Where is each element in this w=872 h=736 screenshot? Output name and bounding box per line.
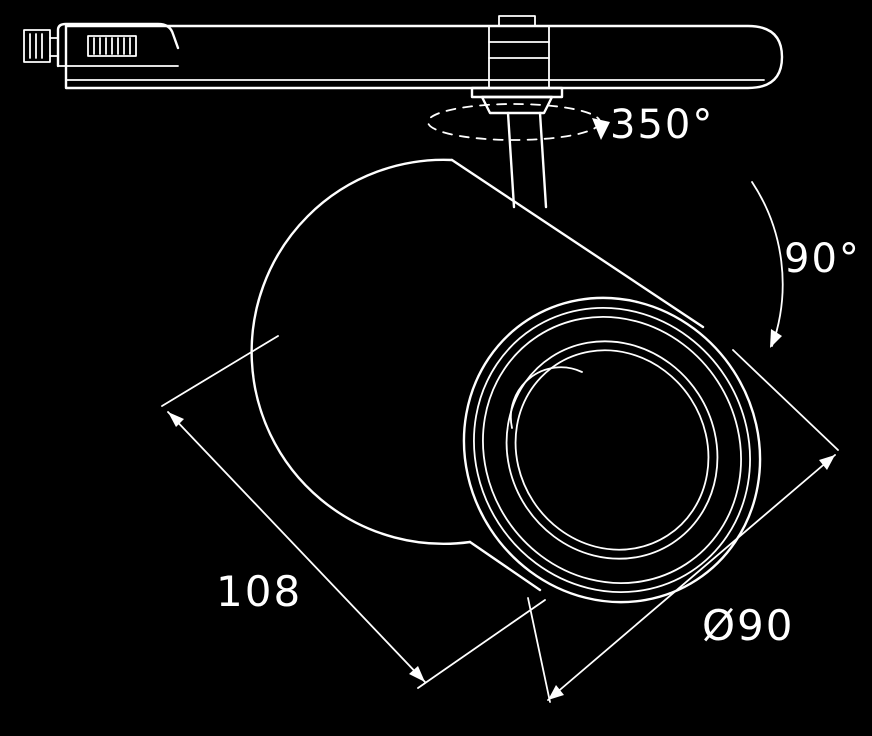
lens-reflection-arc xyxy=(509,366,583,429)
lens-rings xyxy=(462,296,762,604)
rotation-ellipse xyxy=(427,103,601,141)
mounting-stem xyxy=(470,15,564,209)
dimension-length xyxy=(161,335,546,689)
tilt-arc xyxy=(751,181,784,348)
tilt-arrow-icon xyxy=(770,329,782,348)
rotation-indicator xyxy=(427,103,610,141)
dimension-diameter xyxy=(527,349,839,703)
rotation-arrow-icon xyxy=(592,118,610,140)
rotation-label: 350° xyxy=(610,102,714,148)
diameter-arrow-end-icon xyxy=(819,455,835,470)
length-label: 108 xyxy=(216,567,302,616)
tilt-label: 90° xyxy=(784,236,861,282)
diameter-arrow-start-icon xyxy=(548,685,564,700)
lamp-body xyxy=(250,158,705,592)
length-arrow-start-icon xyxy=(168,412,184,427)
track-rail xyxy=(64,24,784,90)
track-adapter-clip xyxy=(23,22,180,68)
diameter-label: Ø90 xyxy=(702,601,795,650)
length-arrow-end-icon xyxy=(409,666,425,682)
